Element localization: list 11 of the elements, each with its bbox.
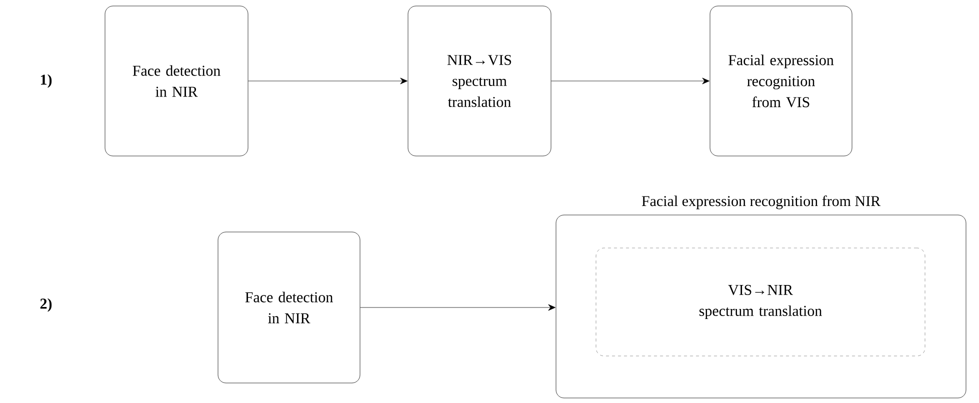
process-box: Face detection in NIR: [218, 232, 360, 384]
node-label: Facial expression recognition from NIR: [642, 195, 881, 210]
arrow: [551, 78, 710, 84]
process-box: Facial expression recognition from VIS: [710, 6, 852, 156]
inner-box: VIS→NIR spectrum translation: [596, 248, 926, 356]
arrow: [360, 304, 556, 311]
row-number: 1): [40, 74, 52, 88]
arrow: [248, 78, 408, 84]
process-box: NIR→VIS spectrum translation: [408, 6, 552, 156]
row-number: 2): [40, 298, 52, 312]
process-box: Face detection in NIR: [104, 6, 248, 156]
